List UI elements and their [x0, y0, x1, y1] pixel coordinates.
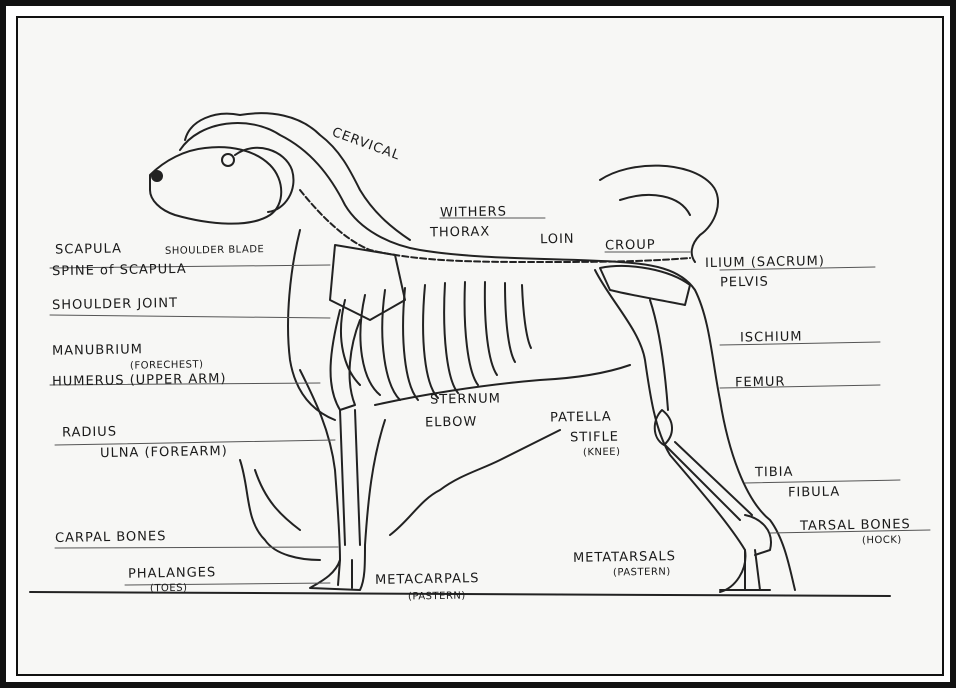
femur-bone: [650, 300, 668, 410]
front-paw: [338, 560, 352, 588]
chest-fur: [240, 460, 320, 560]
belly-fur: [390, 430, 560, 535]
label-manubrium: MANUBRIUM: [52, 342, 143, 359]
tibia-fibula-bones: [665, 442, 752, 520]
label-shoulder-blade: SHOULDER BLADE: [165, 244, 264, 257]
label-humerus: HUMERUS (UPPER ARM): [52, 371, 227, 389]
body-outline: [180, 123, 795, 590]
label-forechest: (FORECHEST): [130, 359, 204, 371]
head-outline: [150, 147, 281, 223]
label-metacarpals: METACARPALS: [375, 571, 480, 588]
eye: [222, 154, 234, 166]
scapula-bone: [330, 245, 405, 320]
label-tibia: TIBIA: [755, 465, 794, 481]
label-knee: (KNEE): [583, 447, 621, 459]
label-elbow: ELBOW: [425, 415, 477, 431]
mane-outline: [185, 113, 410, 240]
label-femur: FEMUR: [735, 375, 786, 391]
ribcage: [341, 282, 531, 400]
label-sternum: STERNUM: [430, 391, 501, 407]
label-croup: CROUP: [605, 238, 656, 254]
label-phalanges: PHALANGES: [128, 565, 216, 582]
label-carpal-bones: CARPAL BONES: [55, 529, 167, 546]
label-hock: (HOCK): [862, 535, 902, 547]
label-pastern-front: (PASTERN): [408, 590, 466, 602]
label-toes: (TOES): [150, 583, 188, 595]
label-thorax: THORAX: [430, 224, 491, 240]
label-shoulder-joint: SHOULDER JOINT: [52, 296, 178, 313]
label-spine-of-scapula: SPINE of SCAPULA: [52, 262, 187, 279]
label-radius: RADIUS: [62, 425, 117, 441]
radius-ulna-bones: [340, 410, 360, 545]
label-loin: LOIN: [540, 232, 575, 248]
label-patella: PATELLA: [550, 409, 612, 425]
label-ilium: ILIUM (SACRUM): [705, 254, 825, 271]
metatarsal-bone: [745, 550, 760, 590]
label-withers: WITHERS: [440, 204, 507, 220]
label-stifle: STIFLE: [570, 430, 619, 446]
label-ischium: ISCHIUM: [740, 329, 803, 345]
label-pelvis: PELVIS: [720, 275, 769, 291]
belly-outline: [375, 365, 630, 405]
ear-outline: [235, 148, 293, 212]
tarsal-bone: [745, 515, 771, 555]
label-pastern-rear: (PASTERN): [613, 566, 671, 578]
label-fibula: FIBULA: [788, 485, 840, 501]
label-metatarsals: METATARSALS: [573, 549, 676, 566]
label-tarsal-bones: TARSAL BONES: [800, 517, 911, 534]
nose: [152, 171, 162, 181]
label-scapula: SCAPULA: [55, 241, 122, 257]
label-ulna: ULNA (FOREARM): [100, 444, 228, 461]
